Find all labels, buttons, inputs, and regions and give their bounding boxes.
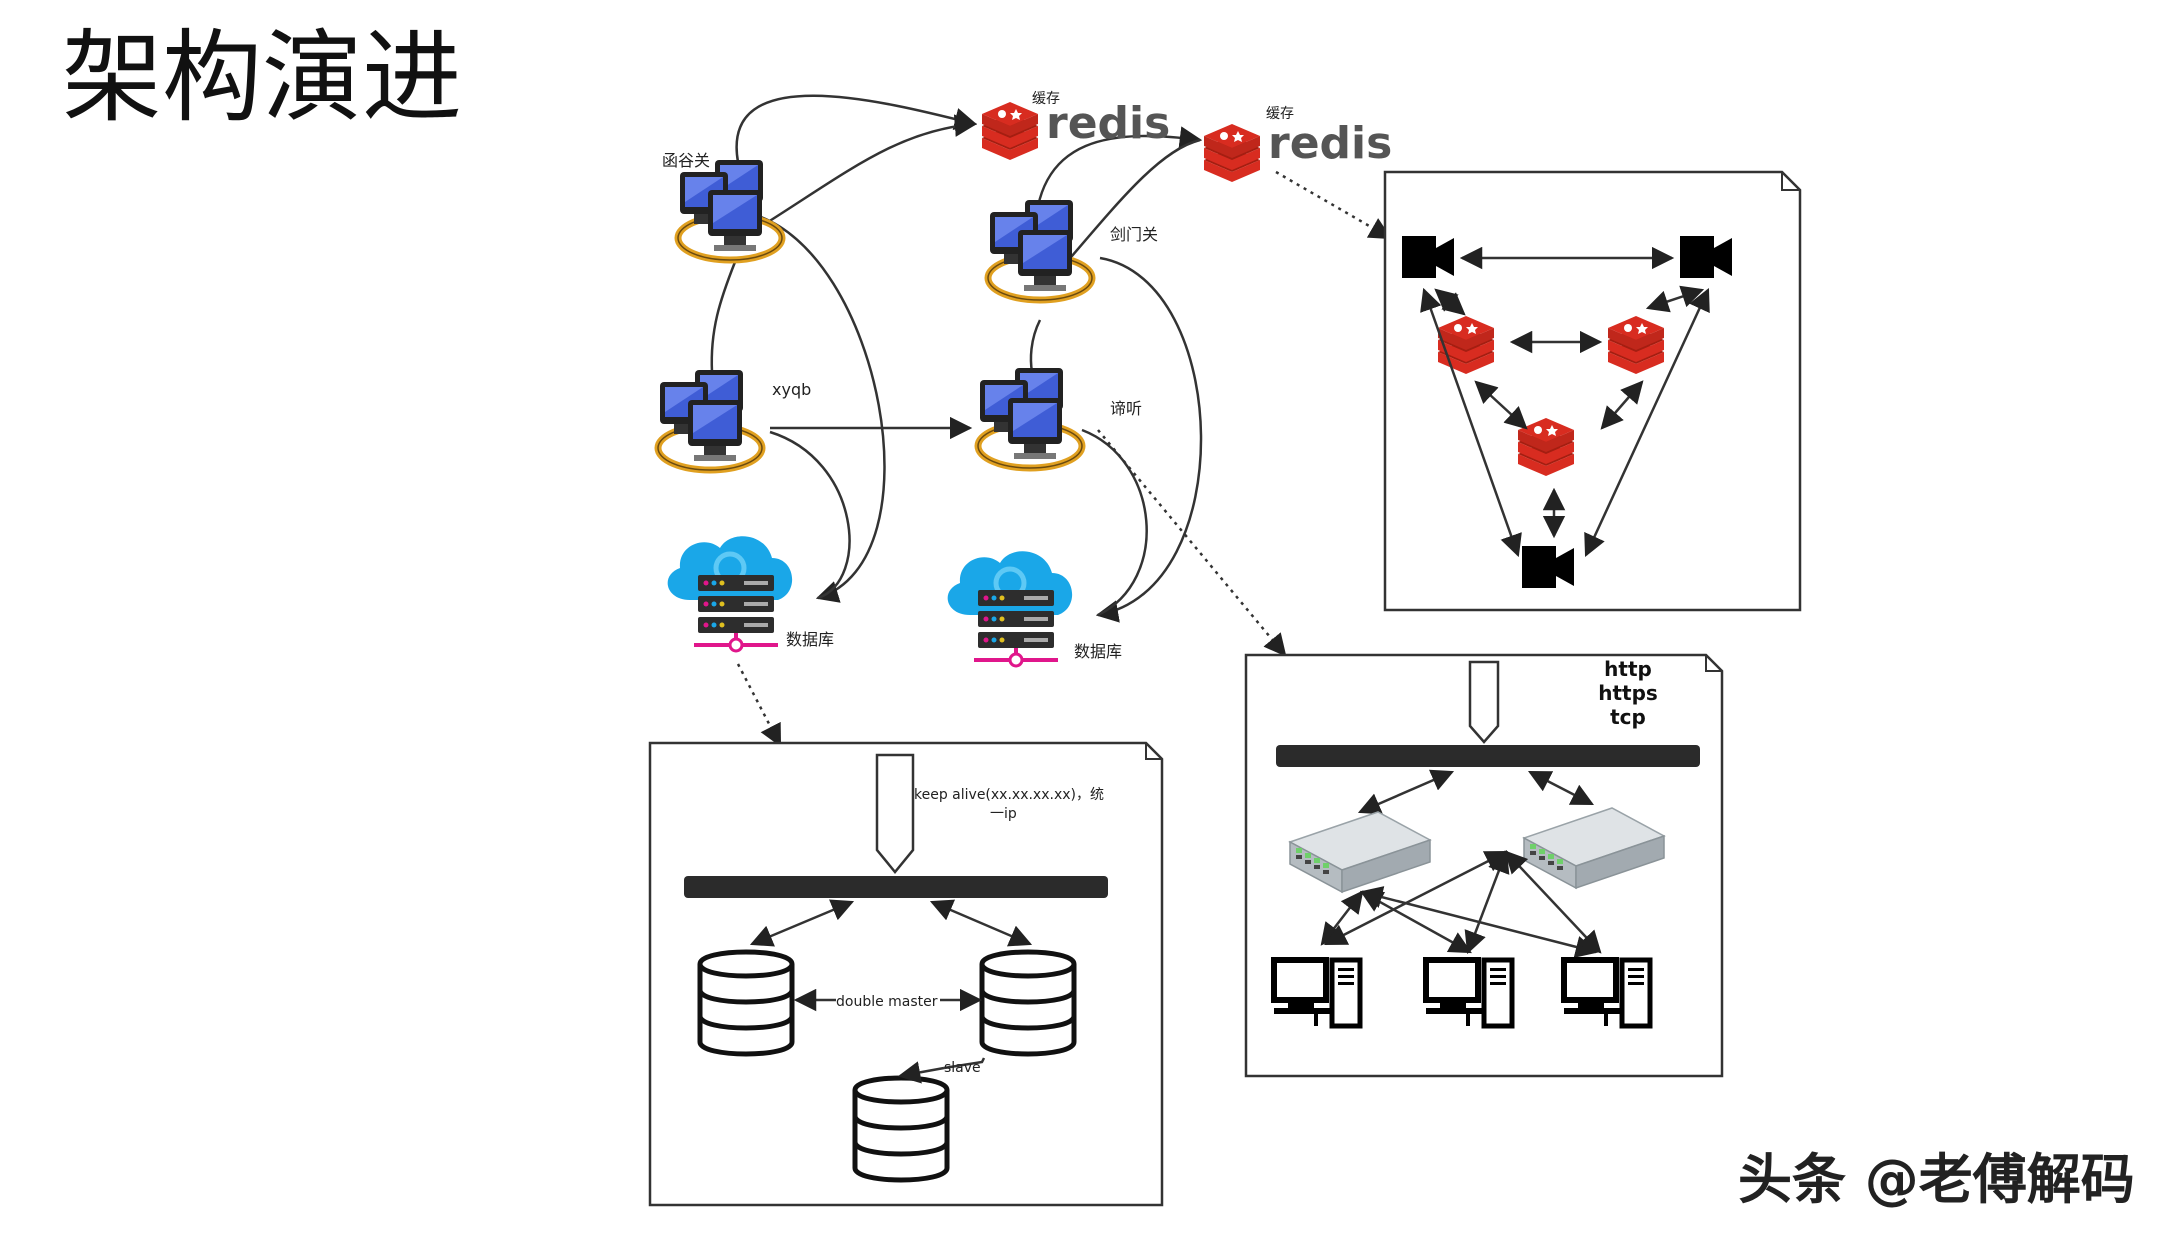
redis-node-icon (1608, 316, 1664, 374)
page-title: 架构演进 (62, 19, 462, 136)
redis-node-icon (1438, 316, 1494, 374)
load-balancer-bar (684, 876, 1108, 898)
cloud-database-right: 数据库 (948, 551, 1122, 666)
network-panel: http https tcp (1244, 653, 1724, 1078)
server-xyqb: xyqb (658, 370, 811, 470)
double-master-label: double master (836, 994, 938, 1010)
server-label: 函谷关 (662, 151, 710, 170)
keep-alive-label-2: 一ip (990, 806, 1017, 822)
redis-logo-2: 缓存 redis (1204, 106, 1392, 182)
database-label: 数据库 (786, 630, 834, 649)
protocol-label: tcp (1610, 705, 1646, 729)
server-diting: 谛听 (978, 368, 1142, 468)
protocol-label: https (1598, 681, 1658, 705)
redis-logo-1: 缓存 redis (982, 91, 1170, 160)
server-label: 剑门关 (1110, 225, 1158, 244)
redis-label: redis (1046, 98, 1170, 149)
server-jianmen: 剑门关 (988, 200, 1158, 300)
gateway-bar (1276, 745, 1700, 767)
database-label: 数据库 (1074, 642, 1122, 661)
redis-label: redis (1268, 118, 1392, 169)
server-label: xyqb (772, 380, 811, 399)
redis-cache-label: 缓存 (1032, 91, 1060, 107)
keep-alive-label: keep alive(xx.xx.xx.xx)，统 (914, 787, 1104, 803)
master-db-icon (700, 952, 792, 1054)
slave-db-icon (855, 1078, 947, 1180)
watermark: 头条 @老傅解码 (1738, 1148, 2135, 1211)
cloud-database-left: 数据库 (668, 536, 834, 651)
redis-cluster-panel (1383, 170, 1802, 612)
server-label: 谛听 (1110, 399, 1142, 418)
slave-label: slave (944, 1060, 981, 1076)
protocol-label: http (1604, 657, 1652, 681)
connections (710, 94, 1392, 747)
redis-cache-label: 缓存 (1266, 106, 1294, 122)
master-db-icon (982, 952, 1074, 1054)
database-panel: keep alive(xx.xx.xx.xx)，统 一ip double mas… (648, 741, 1164, 1207)
server-hangu: 函谷关 (662, 151, 782, 260)
